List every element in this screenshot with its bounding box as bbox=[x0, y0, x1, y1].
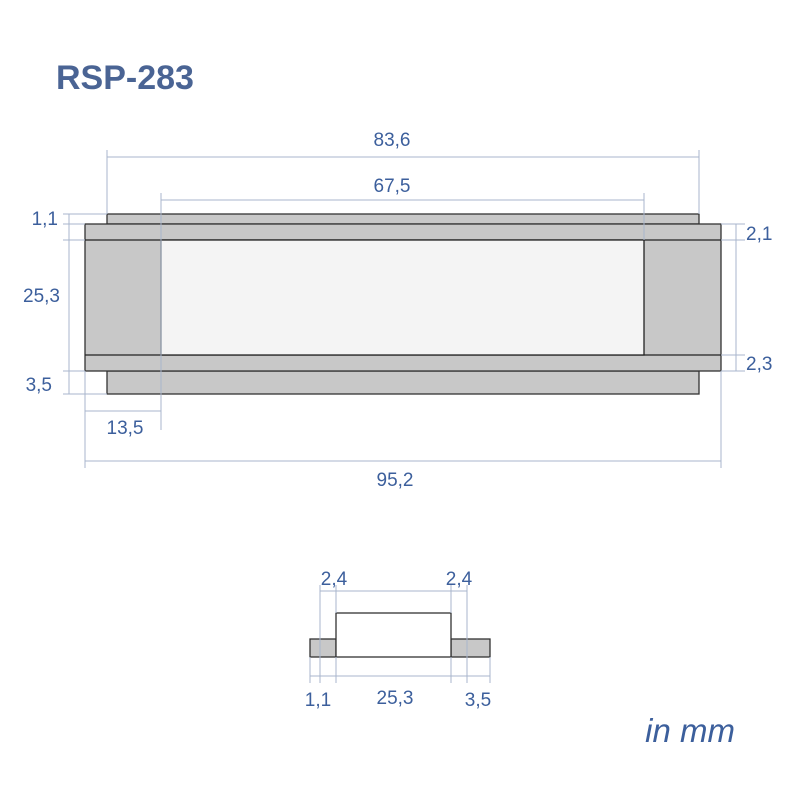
dim-inner-opening-width: 67,5 bbox=[374, 176, 411, 197]
side-view bbox=[309, 612, 491, 658]
dim-side-block-width: 13,5 bbox=[107, 418, 144, 439]
side-dimension-lines bbox=[309, 585, 491, 683]
dim-right-step: 2,4 bbox=[446, 569, 473, 590]
dim-side-center: 25,3 bbox=[377, 688, 414, 709]
dim-body-height: 25,3 bbox=[23, 286, 60, 307]
bottom-plate bbox=[106, 370, 700, 395]
front-dimension-lines bbox=[63, 150, 745, 468]
dim-bottom-flange: 3,5 bbox=[26, 375, 52, 396]
unit-label: in mm bbox=[645, 712, 735, 749]
dim-top-flange: 1,1 bbox=[32, 209, 58, 230]
left-flange bbox=[309, 638, 337, 658]
dim-overall-plate-width: 83,6 bbox=[374, 130, 411, 151]
dim-side-right-flange: 3,5 bbox=[465, 690, 491, 711]
product-title: RSP-283 bbox=[56, 59, 194, 97]
dim-bottom-band: 2,3 bbox=[746, 354, 772, 375]
right-flange bbox=[450, 638, 491, 658]
dim-overall-width: 95,2 bbox=[377, 470, 414, 491]
dim-side-left-flange: 1,1 bbox=[305, 690, 331, 711]
center-profile bbox=[335, 612, 452, 658]
top-plate bbox=[106, 213, 700, 225]
front-view bbox=[84, 213, 722, 395]
dim-top-band: 2,1 bbox=[746, 224, 772, 245]
dim-left-step: 2,4 bbox=[321, 569, 348, 590]
inner-opening bbox=[160, 239, 645, 356]
